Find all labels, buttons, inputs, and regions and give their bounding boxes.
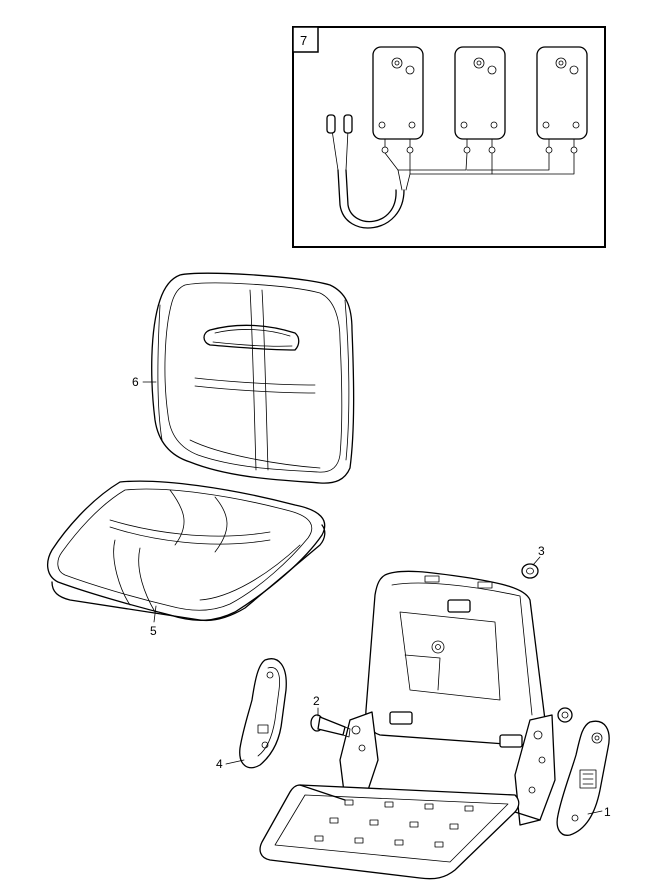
callout-6: 6	[132, 375, 139, 389]
callout-3: 3	[538, 544, 545, 558]
heater-pad	[372, 46, 424, 154]
nut-part-3	[521, 563, 573, 723]
callout-2: 2	[313, 694, 320, 708]
side-trim-right-part-1	[556, 720, 610, 836]
leader-lines	[142, 381, 603, 815]
callout-4: 4	[216, 757, 223, 771]
seat-frame	[259, 570, 556, 880]
heater-pad	[454, 46, 506, 154]
side-trim-left-part-4	[239, 658, 287, 769]
seat-pan-slots	[314, 799, 474, 848]
heater-pad	[536, 46, 588, 154]
inset-label: 7	[300, 33, 307, 48]
backrest-cushion	[151, 272, 355, 484]
heating-element-inset: 7	[292, 26, 606, 248]
callout-5: 5	[150, 624, 157, 638]
bolt-part-2	[310, 714, 351, 738]
callout-1: 1	[604, 805, 611, 819]
seat-cushion	[47, 480, 326, 622]
